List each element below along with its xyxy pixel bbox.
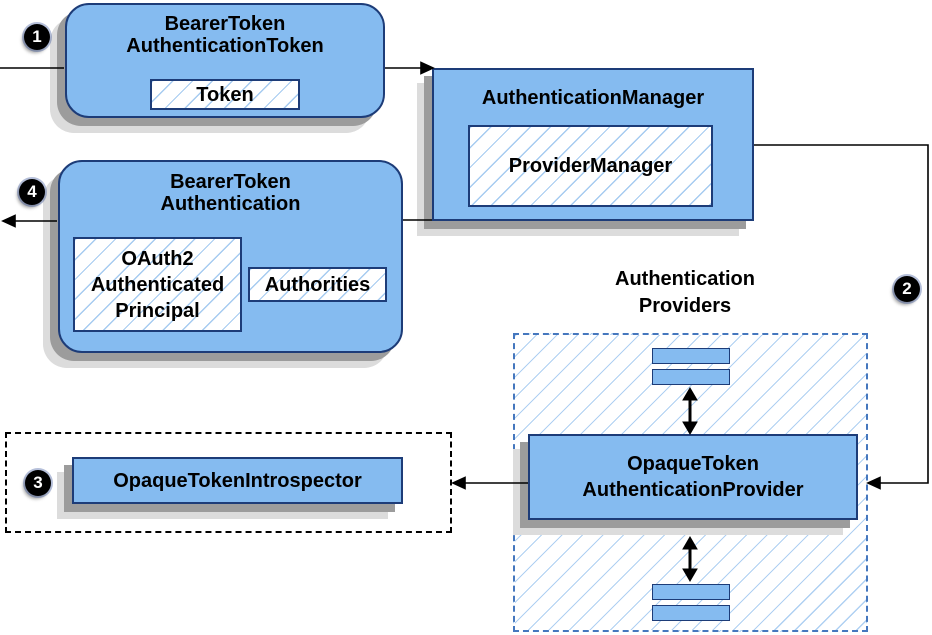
authorities-box: Authorities — [248, 267, 387, 302]
token-label: Token — [196, 83, 254, 106]
opaque-token-authentication-provider-title-line2: AuthenticationProvider — [582, 479, 804, 501]
authentication-manager-box: AuthenticationManager ProviderManager — [432, 68, 754, 221]
oauth2-authenticated-principal-box: OAuth2 Authenticated Principal — [73, 237, 242, 332]
opaque-token-authentication-provider-box: OpaqueToken AuthenticationProvider — [528, 434, 858, 520]
authentication-manager-title: AuthenticationManager — [481, 87, 705, 109]
token-box: Token — [150, 79, 300, 110]
bearer-token-authentication-box: BearerToken Authentication OAuth2 Authen… — [58, 160, 403, 353]
bearer-token-authentication-title-line2: Authentication — [160, 193, 301, 215]
authorities-label: Authorities — [264, 273, 371, 296]
provider-stack-bar-bottom-2 — [652, 605, 730, 621]
authentication-providers-label-line1: Authentication — [615, 268, 755, 290]
provider-stack-bar-top-2 — [652, 369, 730, 385]
opaque-token-introspector-title: OpaqueTokenIntrospector — [113, 469, 362, 492]
provider-stack-bar-bottom-1 — [652, 584, 730, 600]
step-1-badge: 1 — [24, 24, 50, 50]
principal-line1: OAuth2 — [121, 247, 194, 270]
bearer-token-authentication-token-box: BearerToken AuthenticationToken Token — [65, 3, 385, 118]
step-2-badge: 2 — [894, 276, 920, 302]
opaque-token-introspector-box: OpaqueTokenIntrospector — [72, 457, 403, 504]
provider-manager-box: ProviderManager — [468, 125, 713, 207]
principal-line2: Authenticated — [90, 273, 225, 296]
principal-line3: Principal — [115, 299, 200, 322]
step-4-badge: 4 — [19, 179, 45, 205]
arrow-authentication-outflow — [1, 214, 57, 228]
arrow-token-to-manager — [385, 61, 435, 75]
authentication-providers-label-line2: Providers — [638, 295, 732, 317]
step-3-badge: 3 — [25, 470, 51, 496]
authentication-providers-label: Authentication Providers — [565, 266, 805, 320]
provider-manager-label: ProviderManager — [508, 155, 673, 177]
provider-stack-bar-top-1 — [652, 348, 730, 364]
bearer-token-authentication-token-title-line1: BearerToken — [164, 13, 286, 35]
bearer-token-authentication-token-title-line2: AuthenticationToken — [126, 35, 324, 57]
bearer-token-authentication-title-line1: BearerToken — [170, 171, 291, 193]
opaque-token-authentication-provider-title-line1: OpaqueToken — [627, 453, 759, 475]
